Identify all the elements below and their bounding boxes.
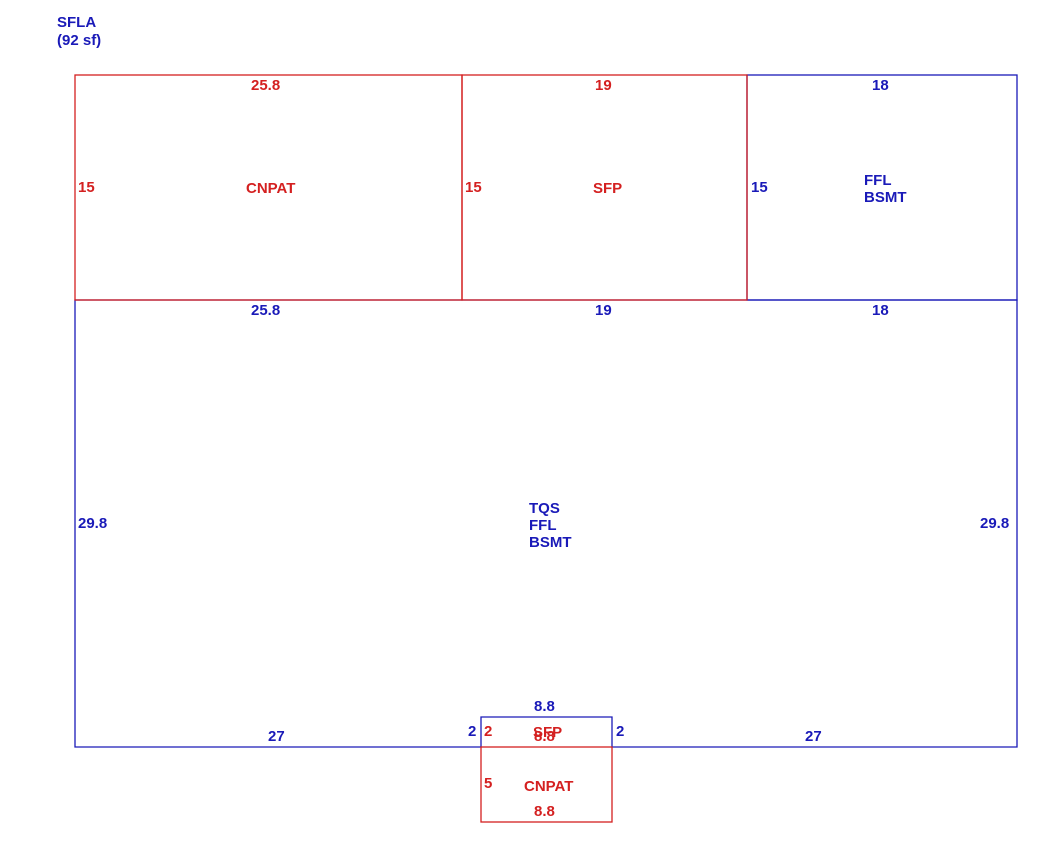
main-label-1: TQS	[529, 500, 560, 517]
cnpat-top-dim-top: 25.8	[251, 77, 280, 94]
sfp-small-value: 8.8	[534, 728, 555, 745]
sfp-top-outline	[461, 74, 748, 301]
main-dim-top-a: 25.8	[251, 302, 280, 319]
ffl-top-dim-left: 15	[751, 179, 768, 196]
main-dim-top-c: 18	[872, 302, 889, 319]
notch-dim-right: 2	[616, 723, 624, 740]
main-area-outline	[74, 299, 1018, 748]
cnpat-bottom-dim-left: 5	[484, 775, 492, 792]
cnpat-bottom-outline	[480, 746, 613, 823]
main-label-3: BSMT	[529, 534, 572, 551]
sfp-top-dim-left: 15	[465, 179, 482, 196]
notch-dim-left: 2	[468, 723, 476, 740]
sfla-label: SFLA	[57, 14, 96, 31]
sfla-area: (92 sf)	[57, 32, 101, 49]
sfp-small-dim-left: 2	[484, 723, 492, 740]
ffl-top-dim-top: 18	[872, 77, 889, 94]
cnpat-top-label: CNPAT	[246, 180, 295, 197]
sfp-small-label: SFP	[533, 724, 562, 741]
main-dim-bottom-b: 27	[805, 728, 822, 745]
sfp-top-label: SFP	[593, 180, 622, 197]
notch-dim-top: 8.8	[534, 698, 555, 715]
ffl-top-label-1: FFL	[864, 172, 892, 189]
main-dim-bottom-a: 27	[268, 728, 285, 745]
ffl-top-label-2: BSMT	[864, 189, 907, 206]
main-dim-top-b: 19	[595, 302, 612, 319]
main-dim-left: 29.8	[78, 515, 107, 532]
cnpat-bottom-dim-bottom: 8.8	[534, 803, 555, 820]
cnpat-bottom-label: CNPAT	[524, 778, 573, 795]
sfp-top-dim-top: 19	[595, 77, 612, 94]
main-dim-right: 29.8	[980, 515, 1009, 532]
cnpat-top-dim-left: 15	[78, 179, 95, 196]
main-label-2: FFL	[529, 517, 557, 534]
